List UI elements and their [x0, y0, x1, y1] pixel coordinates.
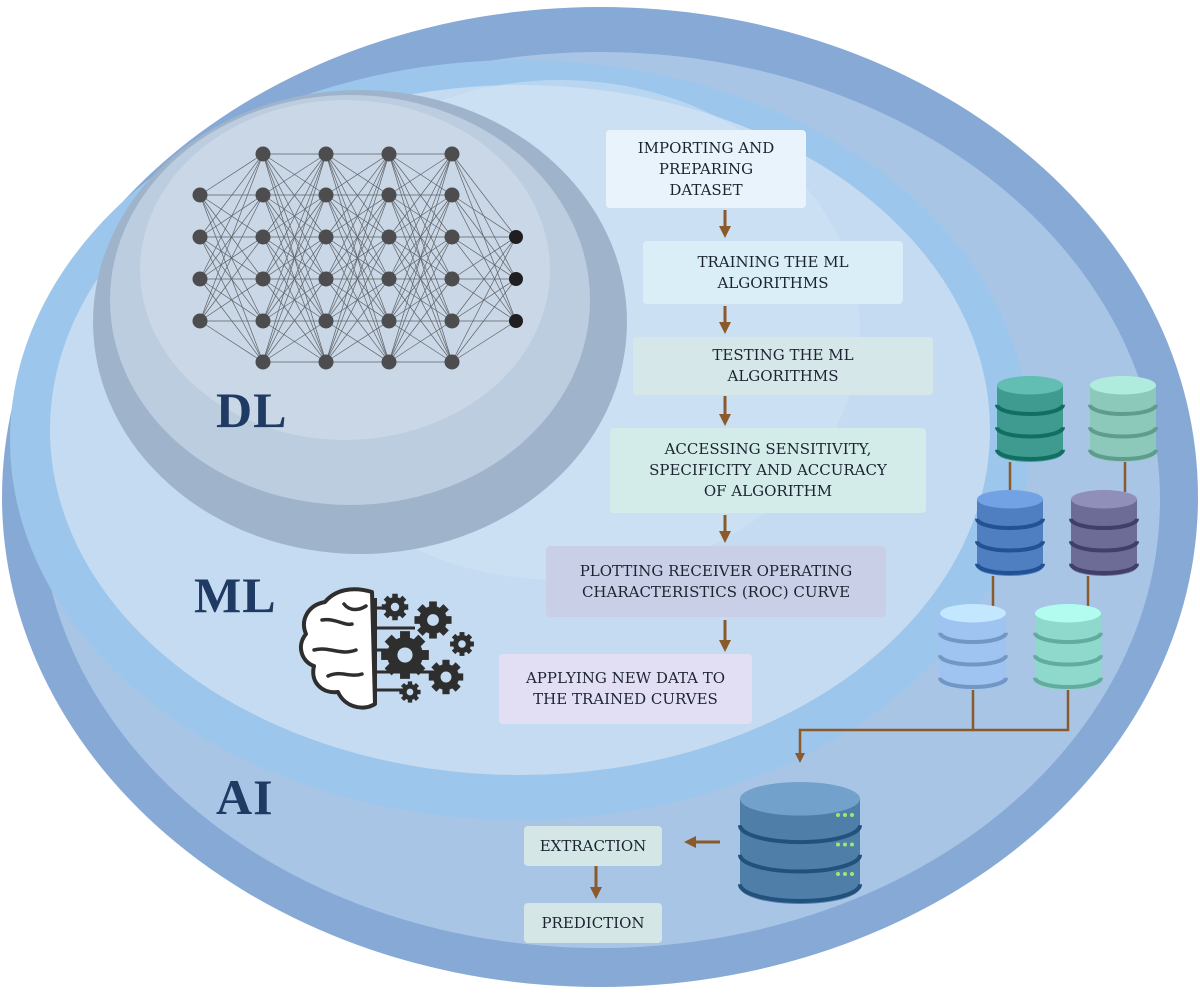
- gear-icon: [399, 681, 421, 703]
- dl-label: DL: [216, 382, 288, 438]
- step-plot-roc: PLOTTING RECEIVER OPERATING CHARACTERIST…: [546, 546, 886, 617]
- step-test-algorithms: TESTING THE ML ALGORITHMS: [633, 337, 933, 395]
- ai-label: AI: [216, 769, 274, 825]
- gear-icon: [450, 632, 474, 656]
- neural-network-icon: [192, 146, 523, 370]
- step-import-dataset: IMPORTING AND PREPARING DATASET: [606, 130, 806, 208]
- gear-icon: [381, 593, 409, 621]
- neural-network-links: [199, 153, 517, 363]
- neuron-node: [192, 313, 208, 329]
- neuron-node: [444, 229, 460, 245]
- neuron-node: [444, 313, 460, 329]
- neuron-node: [255, 313, 271, 329]
- gear-icon: [381, 631, 429, 679]
- step-train-algorithms: TRAINING THE ML ALGORITHMS: [643, 241, 903, 304]
- neuron-node: [255, 146, 271, 162]
- step-apply-new-data: APPLYING NEW DATA TO THE TRAINED CURVES: [499, 654, 752, 724]
- neuron-node: [255, 187, 271, 203]
- neuron-node: [444, 354, 460, 370]
- neuron-node: [509, 272, 523, 286]
- database-icon: [1088, 376, 1158, 463]
- step-extraction: EXTRACTION: [524, 826, 662, 866]
- database-icon: [938, 604, 1008, 690]
- neuron-node: [444, 187, 460, 203]
- neuron-node: [318, 354, 334, 370]
- ml-label: ML: [194, 567, 277, 623]
- database-icon: [975, 490, 1045, 576]
- database-icon: [1033, 604, 1103, 690]
- database-cluster: [738, 376, 1158, 904]
- database-icon: [1069, 490, 1139, 576]
- database-icon: [995, 376, 1065, 463]
- neuron-node: [381, 229, 397, 245]
- neuron-node: [318, 187, 334, 203]
- neuron-node: [318, 271, 334, 287]
- neuron-node: [192, 187, 208, 203]
- gear-icon: [414, 601, 452, 639]
- neuron-node: [192, 271, 208, 287]
- step-assess-metrics: ACCESSING SENSITIVITY, SPECIFICITY AND A…: [610, 428, 926, 513]
- brain-gears-icon: [298, 587, 474, 710]
- neuron-node: [318, 313, 334, 329]
- neuron-node: [255, 354, 271, 370]
- gear-icon: [428, 659, 464, 695]
- neuron-node: [381, 146, 397, 162]
- neuron-node: [318, 229, 334, 245]
- neuron-node: [509, 314, 523, 328]
- neuron-node: [381, 354, 397, 370]
- database-connectors: [795, 462, 1127, 763]
- neuron-node: [255, 229, 271, 245]
- neuron-node: [381, 313, 397, 329]
- step-prediction: PREDICTION: [524, 903, 662, 943]
- neuron-node: [318, 146, 334, 162]
- neuron-node: [444, 271, 460, 287]
- neuron-node: [509, 230, 523, 244]
- neuron-node: [381, 187, 397, 203]
- neuron-node: [255, 271, 271, 287]
- database-icon: [738, 782, 862, 904]
- neuron-node: [381, 271, 397, 287]
- neuron-node: [444, 146, 460, 162]
- workflow-arrows: [590, 210, 731, 899]
- neuron-node: [192, 229, 208, 245]
